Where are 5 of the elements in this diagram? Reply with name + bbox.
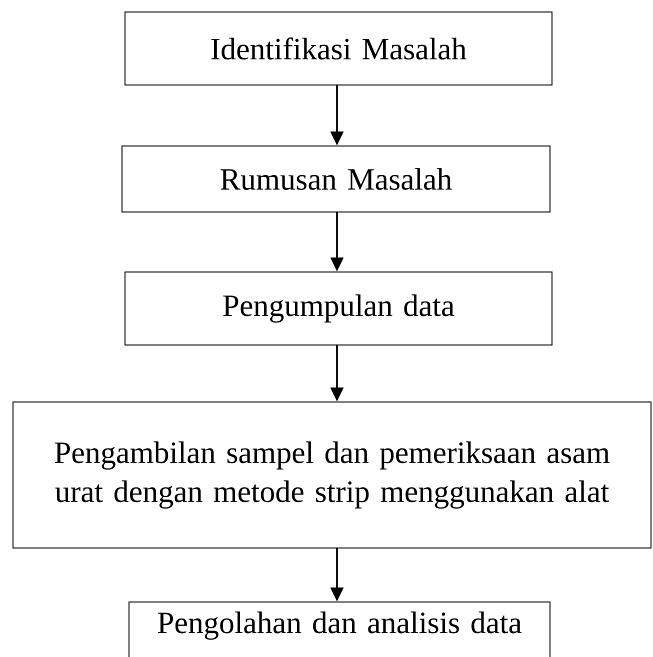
process-box: Pengambilan sampel dan pemeriksaan asam urat dengan metode strip menggunakan alat [12,402,652,548]
process-box: Identifikasi Masalah [124,12,552,86]
process-box: Pengumpulan data [124,272,552,346]
process-box: Rumusan Masalah [122,146,550,212]
process-box: Pengolahan dan analisis data [128,602,550,657]
